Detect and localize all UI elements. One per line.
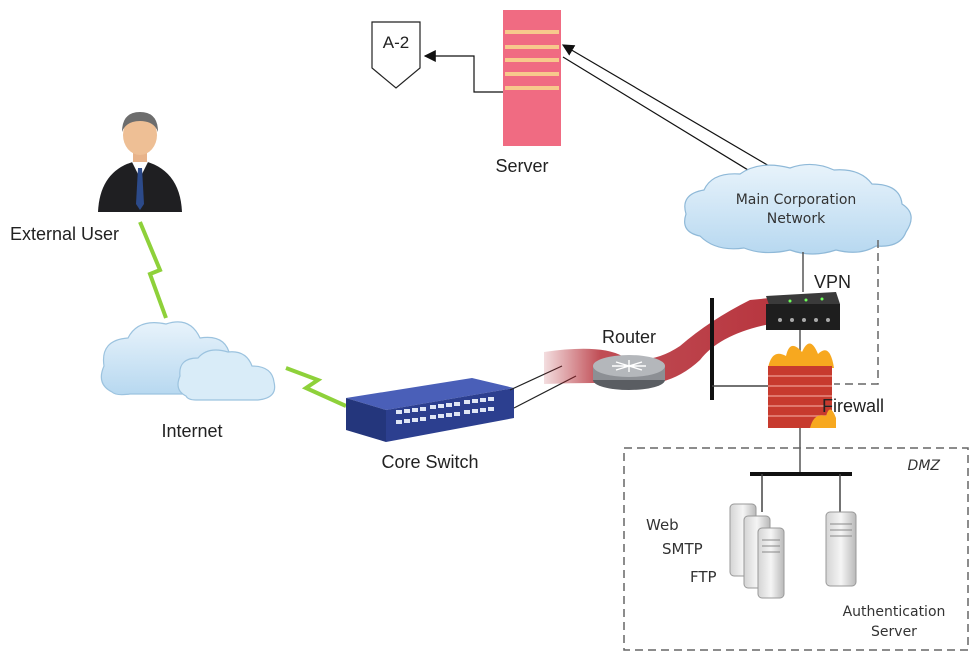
cloud-icon <box>100 321 276 401</box>
firewall-label: Firewall <box>822 396 884 416</box>
auth-server-label-line2: Server <box>871 624 917 640</box>
vpn-appliance-icon <box>766 292 840 330</box>
dmz-boundary <box>623 447 969 651</box>
wireless-link-internet-switch <box>285 366 347 408</box>
server-to-a2-arrow <box>423 50 503 93</box>
router-label: Router <box>602 327 656 347</box>
internet-label: Internet <box>161 421 222 441</box>
server-node: Server <box>495 10 561 176</box>
dmz-role-web: Web <box>646 516 679 534</box>
core-switch-label: Core Switch <box>381 452 478 472</box>
firewall-icon <box>768 343 836 428</box>
vpn-node: VPN <box>766 272 851 330</box>
external-user-node: External User <box>10 112 182 244</box>
main-network-label-line2: Network <box>767 211 826 227</box>
offpage-connector-label: A-2 <box>383 33 409 52</box>
router-node: Router <box>593 327 665 390</box>
server-rack-icon <box>729 503 785 599</box>
server-label: Server <box>495 156 548 176</box>
server-rack-icon <box>503 10 561 146</box>
server-rack-icon <box>825 511 857 587</box>
vpn-label: VPN <box>814 272 851 292</box>
person-icon <box>98 112 182 212</box>
dmz-role-smtp: SMTP <box>662 540 703 558</box>
dmz-zone: DMZ Web SMTP FTP Authentication Ser <box>623 447 969 651</box>
auth-server-label-line1: Authentication <box>843 604 946 620</box>
firewall-node: Firewall <box>768 343 884 428</box>
core-switch-node: Core Switch <box>346 378 514 472</box>
server-network-links <box>561 44 794 185</box>
router-icon <box>593 355 665 390</box>
cloud-icon <box>684 163 912 255</box>
offpage-connector: A-2 <box>371 21 421 89</box>
wireless-link-user-internet <box>138 221 168 319</box>
offpage-connector-icon <box>371 21 421 89</box>
main-network-node: Main Corporation Network <box>684 163 912 255</box>
switch-icon <box>346 378 514 442</box>
internet-node: Internet <box>100 321 276 441</box>
dmz-title: DMZ <box>908 458 941 474</box>
external-user-label: External User <box>10 224 119 244</box>
dmz-role-ftp: FTP <box>690 568 717 586</box>
network-firewall-dashed-link <box>834 240 879 385</box>
main-network-label-line1: Main Corporation <box>736 192 857 208</box>
